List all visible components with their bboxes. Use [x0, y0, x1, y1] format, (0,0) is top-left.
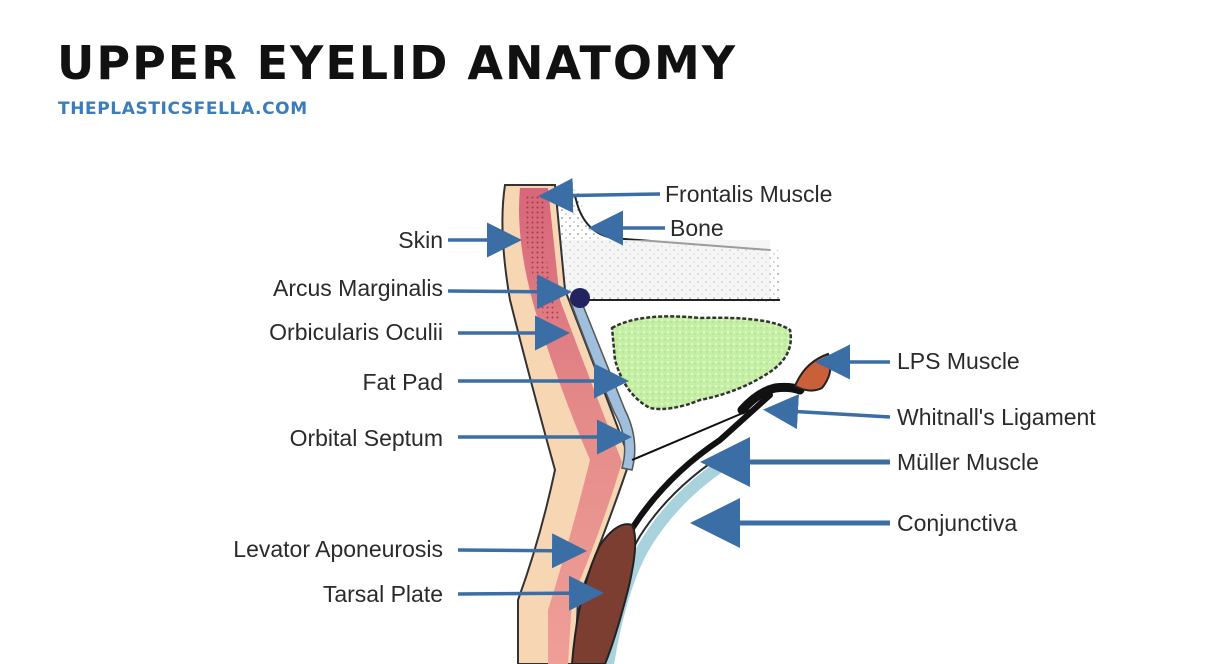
septum-to-levator [631, 409, 751, 461]
label-orbital-septum: Orbital Septum [289, 425, 443, 451]
label-bone: Bone [670, 215, 724, 241]
label-levator-aponeurosis: Levator Aponeurosis [233, 536, 443, 562]
label-tarsal-plate: Tarsal Plate [322, 581, 443, 607]
label-skin: Skin [398, 227, 443, 253]
label-frontalis-muscle: Frontalis Muscle [665, 181, 833, 207]
arcus-marginalis-dot [570, 288, 590, 308]
label-orbicularis-oculii: Orbicularis Oculii [269, 319, 443, 345]
whitnalls-ligament [737, 382, 805, 415]
arrow-frontalis [538, 178, 661, 214]
levator-aponeurosis [622, 392, 773, 543]
page-title: UPPER EYELID ANATOMY [57, 36, 738, 90]
label-muller-muscle: Müller Muscle [897, 449, 1039, 475]
label-arcus-marginalis: Arcus Marginalis [273, 275, 443, 301]
label-lps-muscle: LPS Muscle [897, 348, 1020, 374]
lps-muscle [793, 352, 832, 392]
site-url: THEPLASTICSFELLA.COM [58, 99, 308, 119]
label-whitnalls-ligament: Whitnall's Ligament [897, 404, 1096, 430]
label-fat-pad: Fat Pad [362, 369, 443, 395]
fat-pad [610, 315, 793, 411]
bone-fill [560, 240, 770, 298]
arrow-tarsal [457, 575, 604, 611]
arrow-levator [457, 533, 587, 569]
label-conjunctiva: Conjunctiva [897, 510, 1018, 536]
arrow-arcus [447, 274, 572, 310]
arrow-whitnall [763, 394, 891, 430]
